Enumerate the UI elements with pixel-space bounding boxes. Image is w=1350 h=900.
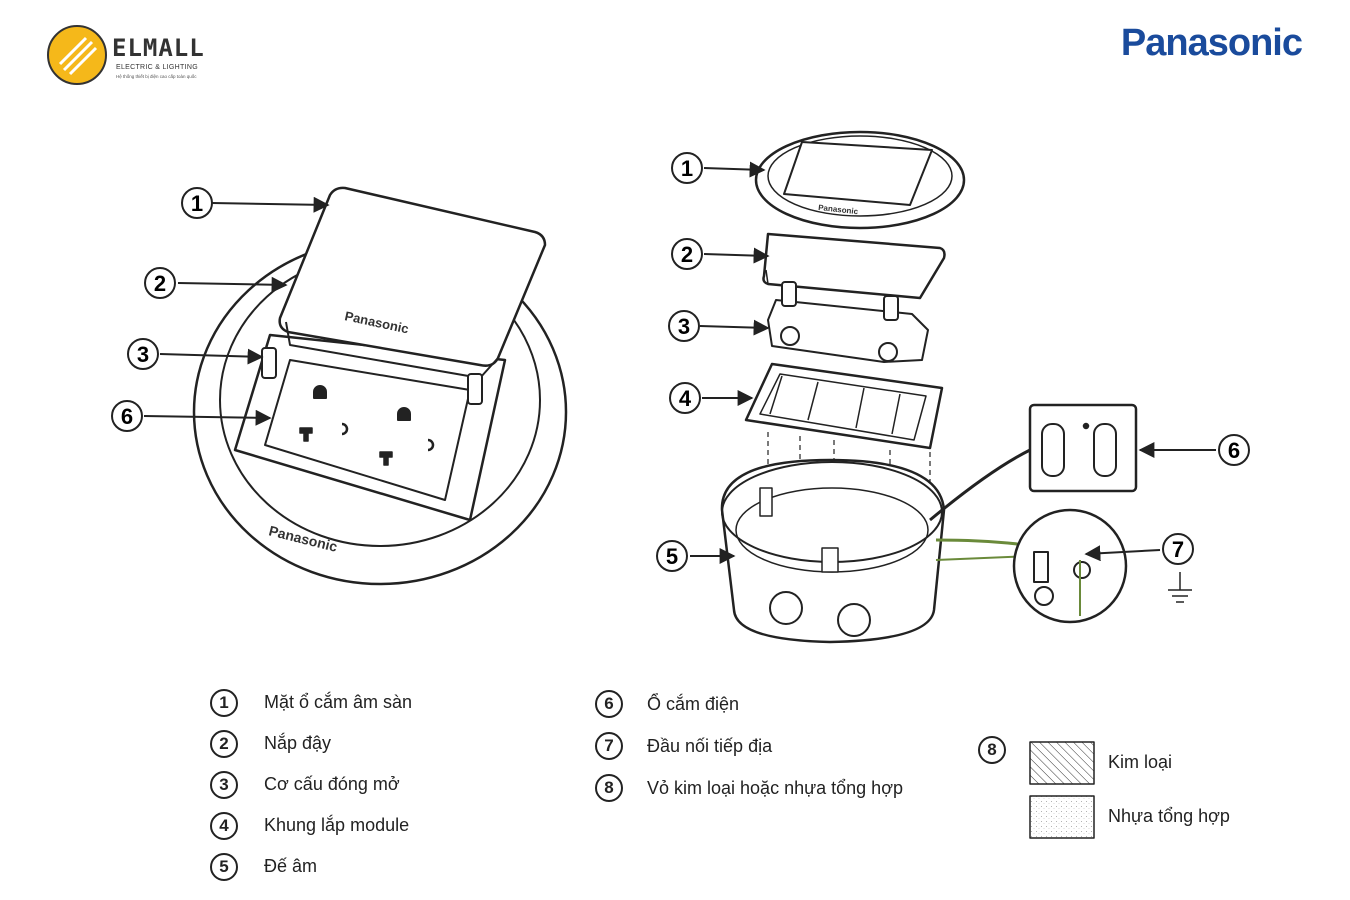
- legend-item: 1 Mặt ổ cắm âm sàn: [210, 682, 412, 723]
- right-callout-6-label: 6: [1228, 438, 1240, 463]
- legend-label: Ổ cắm điện: [647, 693, 740, 714]
- legend-item: 7 Đầu nối tiếp địa: [595, 725, 903, 767]
- legend-num: 4: [210, 811, 238, 840]
- left-callout-1: 1: [181, 187, 213, 219]
- right-callout-3: 3: [668, 310, 700, 342]
- right-callout-1-label: 1: [681, 156, 693, 181]
- legend-item: 4 Khung lắp module: [210, 805, 412, 846]
- legend-num: 7: [595, 732, 623, 760]
- legend-label: Khung lắp module: [264, 815, 410, 835]
- right-callout-6: 6: [1218, 434, 1250, 466]
- left-callout-6-label: 6: [121, 404, 133, 429]
- legend-num: 1: [210, 688, 238, 717]
- legend-col-2: 6 Ổ cắm điện 7 Đầu nối tiếp địa 8 Vỏ kim…: [595, 683, 903, 809]
- left-callouts: 1 2 3 6: [111, 187, 213, 432]
- legend-label: Mặt ổ cắm âm sàn: [264, 692, 413, 712]
- legend-item: 5 Đế âm: [210, 846, 412, 887]
- right-callout-4: 4: [669, 382, 701, 414]
- legend-num: 2: [210, 729, 238, 758]
- left-callout-6: 6: [111, 400, 143, 432]
- left-callout-2: 2: [144, 267, 176, 299]
- legend-num: 8: [595, 774, 623, 802]
- right-callout-2: 2: [671, 238, 703, 270]
- legend-num: 5: [210, 852, 238, 881]
- elmall-brand-name: ELMALL: [112, 34, 205, 62]
- material-legend-num: 8: [978, 736, 1006, 764]
- legend-item: 2 Nắp đậy: [210, 723, 412, 764]
- left-assembled-view: [143, 186, 568, 586]
- legend-label: Cơ cấu đóng mở: [264, 774, 400, 794]
- legend-item: 6 Ổ cắm điện: [595, 683, 903, 725]
- right-callout-5-label: 5: [666, 544, 678, 569]
- legend-num: 6: [595, 690, 623, 718]
- left-callout-1-label: 1: [191, 191, 203, 216]
- left-callout-3-label: 3: [137, 342, 149, 367]
- right-plate-mark: Panasonic: [818, 203, 859, 216]
- panasonic-logo: Panasonic: [1120, 22, 1303, 64]
- legend-col-1: 1 Mặt ổ cắm âm sàn 2 Nắp đậy 3 Cơ cấu đó…: [210, 682, 412, 887]
- right-exploded-view: [690, 130, 1216, 644]
- right-callout-1: 1: [671, 152, 703, 184]
- elmall-logo-icon: [47, 25, 107, 85]
- legend-label: Đế âm: [264, 856, 318, 876]
- legend-item: 3 Cơ cấu đóng mở: [210, 764, 412, 805]
- legend-item: 8 Vỏ kim loại hoặc nhựa tổng hợp: [595, 767, 903, 809]
- material-plastic-label: Nhựa tổng hợp: [1108, 806, 1230, 826]
- legend-num: 3: [210, 770, 238, 799]
- legend-label: Nắp đậy: [264, 733, 332, 753]
- right-callout-7-label: 7: [1172, 537, 1184, 562]
- right-callout-2-label: 2: [681, 242, 693, 267]
- left-callout-2-label: 2: [154, 271, 166, 296]
- right-callout-4-label: 4: [679, 386, 692, 411]
- right-callouts: 1 2 3 4 5 6 7: [656, 152, 1250, 572]
- elmall-tagline: Hệ thống thiết bị điện cao cấp toàn quốc: [116, 74, 197, 79]
- left-callout-3: 3: [127, 338, 159, 370]
- elmall-subtitle: ELECTRIC & LIGHTING: [116, 64, 198, 71]
- right-callout-5: 5: [656, 540, 688, 572]
- material-metal-label: Kim loại: [1108, 752, 1173, 772]
- right-callout-3-label: 3: [678, 314, 690, 339]
- legend-label: Vỏ kim loại hoặc nhựa tổng hợp: [647, 777, 904, 798]
- right-callout-7: 7: [1162, 533, 1194, 565]
- legend-label: Đầu nối tiếp địa: [647, 735, 773, 756]
